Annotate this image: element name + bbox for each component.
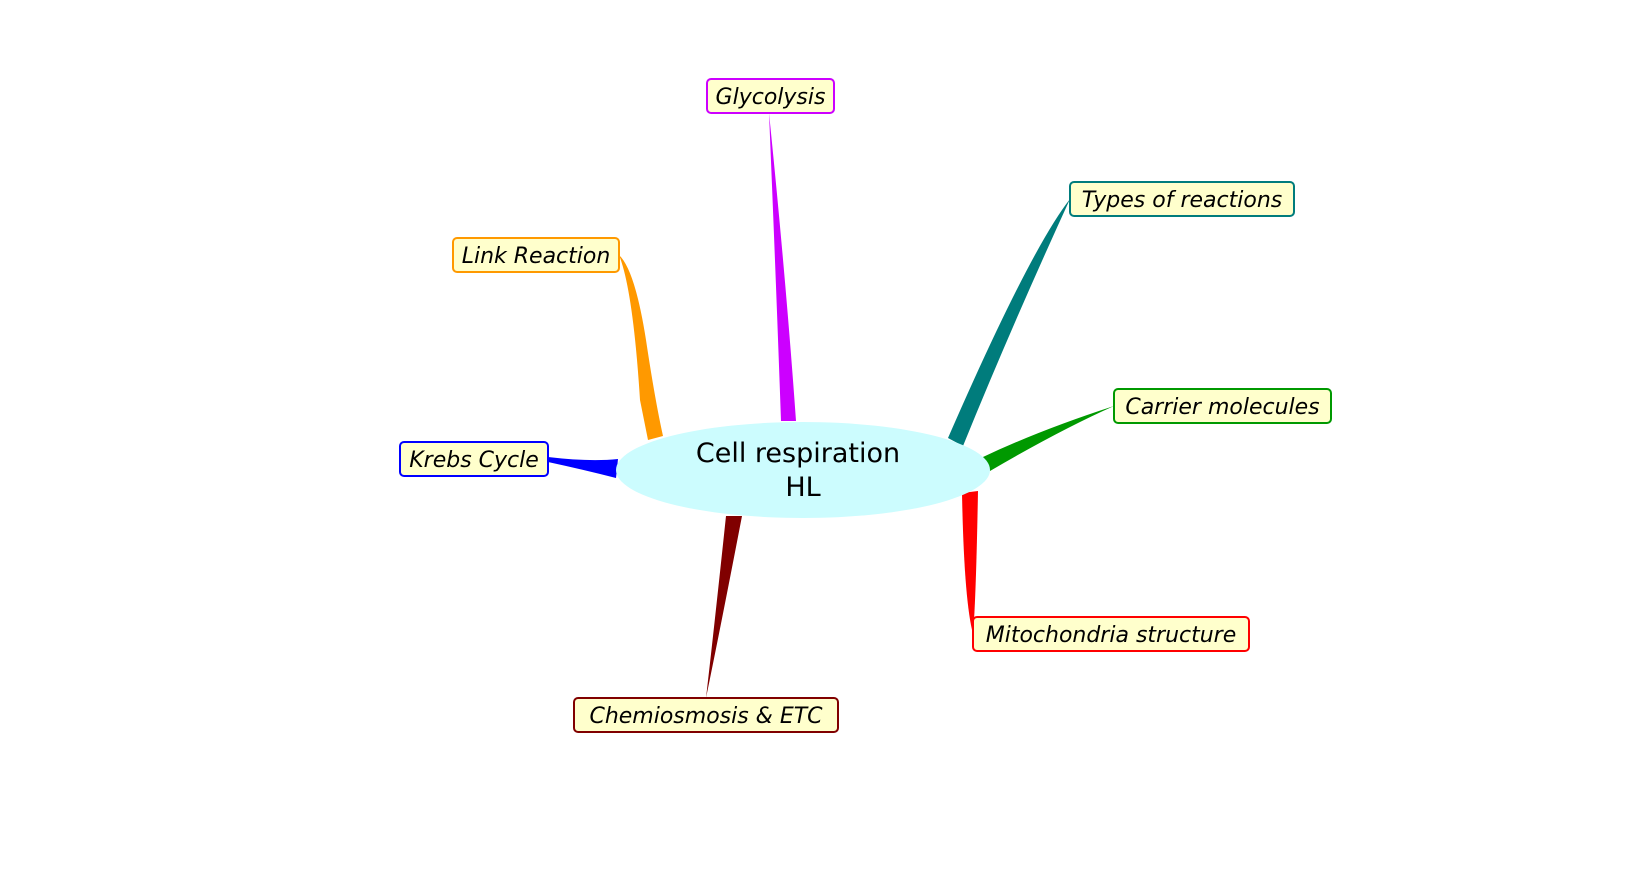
topic-krebs-cycle[interactable]: Krebs Cycle [399, 441, 549, 477]
topic-box [972, 616, 1250, 652]
topic-chemiosmosis-etc[interactable]: Chemiosmosis & ETC [573, 697, 839, 733]
connector-carrier-molecules [983, 406, 1114, 471]
central-topic-line-2: HL [785, 472, 820, 503]
topic-box [452, 237, 620, 273]
topic-link-reaction[interactable]: Link Reaction [452, 237, 620, 273]
topic-label: Krebs Cycle [409, 448, 539, 473]
topic-types-of-reactions[interactable]: Types of reactions [1069, 181, 1295, 217]
topic-label: Mitochondria structure [986, 623, 1237, 648]
central-topic[interactable]: Cell respiration HL [616, 422, 990, 518]
branch-connectors [548, 113, 1114, 698]
connector-mitochondria-structure [962, 491, 978, 634]
topic-mitochondria-structure[interactable]: Mitochondria structure [972, 616, 1250, 652]
topic-label: Types of reactions [1082, 188, 1282, 213]
topic-label: Glycolysis [716, 85, 826, 110]
connector-glycolysis [769, 113, 796, 421]
connector-types-of-reactions [948, 199, 1070, 446]
topic-label: Carrier molecules [1125, 395, 1319, 420]
topic-label: Link Reaction [462, 244, 611, 269]
topic-carrier-molecules[interactable]: Carrier molecules [1113, 388, 1332, 424]
topic-box [1069, 181, 1295, 217]
connector-link-reaction [619, 255, 663, 440]
central-topic-line-1: Cell respiration [696, 438, 900, 469]
topic-box [399, 441, 549, 477]
topic-label: Chemiosmosis & ETC [589, 704, 823, 729]
topic-box [706, 78, 835, 114]
topic-glycolysis[interactable]: Glycolysis [706, 78, 835, 114]
connector-krebs-cycle [548, 457, 618, 478]
connector-chemiosmosis-etc [706, 516, 742, 698]
topic-box [573, 697, 839, 733]
topic-box [1113, 388, 1332, 424]
central-topic-ellipse [616, 422, 990, 518]
